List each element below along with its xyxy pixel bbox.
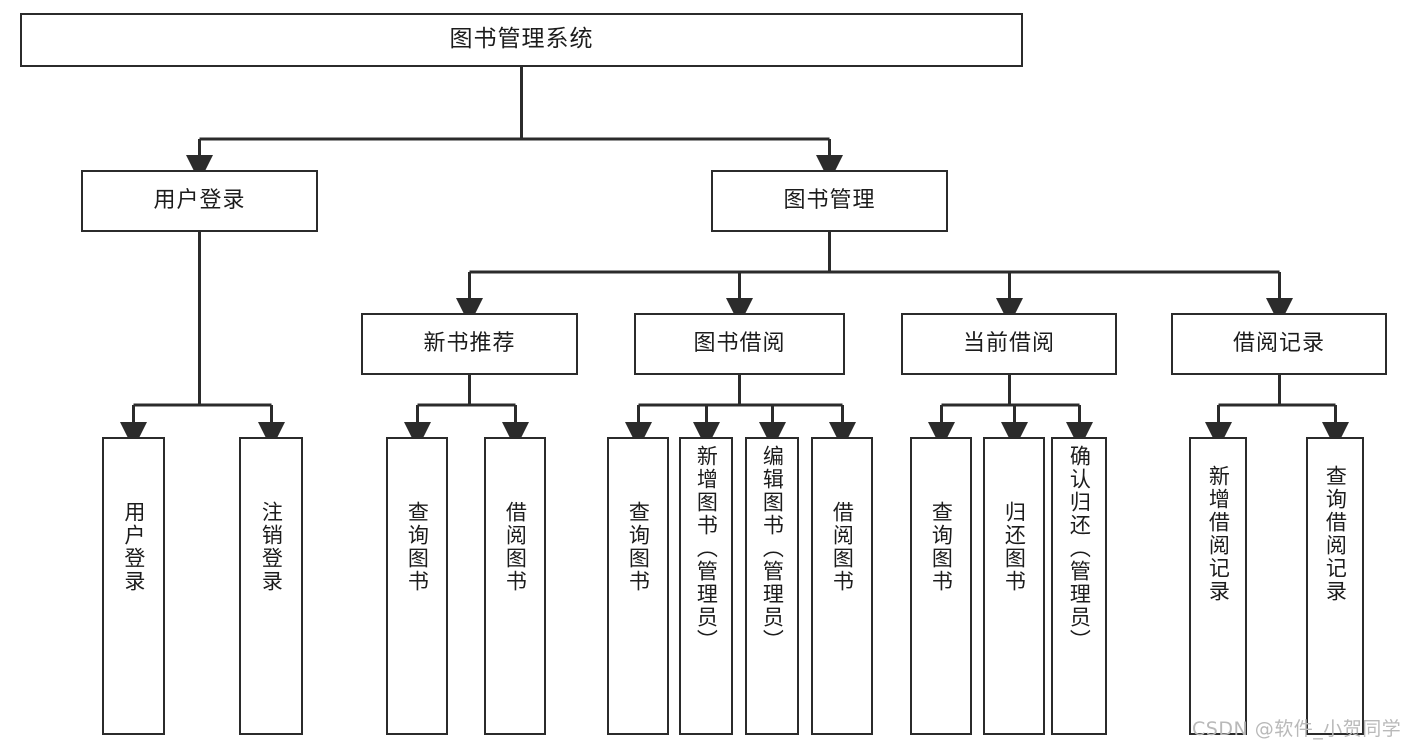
leaf-query-book-recommend-label: 查询图书 [405, 501, 430, 593]
node-book-management[interactable]: 图书管理 [711, 170, 948, 232]
node-root-label: 图书管理系统 [449, 26, 594, 53]
leaf-query-borrow-record[interactable]: 查询借阅记录 [1306, 437, 1364, 735]
node-borrow-record[interactable]: 借阅记录 [1171, 313, 1387, 375]
leaf-add-borrow-record-label: 新增借阅记录 [1206, 465, 1231, 603]
leaf-borrow-book[interactable]: 借阅图书 [811, 437, 873, 735]
node-book-management-label: 图书管理 [783, 187, 876, 213]
leaf-edit-book-admin[interactable]: 编辑图书（管理员） [745, 437, 799, 735]
leaf-user-login-label: 用户登录 [121, 501, 146, 593]
leaf-borrow-book-label: 借阅图书 [830, 501, 855, 593]
node-borrow-record-label: 借阅记录 [1232, 330, 1325, 356]
leaf-query-book-current-label: 查询图书 [929, 501, 954, 593]
leaf-return-book[interactable]: 归还图书 [983, 437, 1045, 735]
node-current-borrow-label: 当前借阅 [962, 330, 1055, 356]
node-user-login-label: 用户登录 [153, 187, 246, 213]
leaf-confirm-return-admin-label: 确认归还（管理员） [1067, 445, 1092, 652]
leaf-query-book-current[interactable]: 查询图书 [910, 437, 972, 735]
leaf-user-login[interactable]: 用户登录 [102, 437, 165, 735]
node-current-borrow[interactable]: 当前借阅 [901, 313, 1117, 375]
leaf-add-book-admin[interactable]: 新增图书（管理员） [679, 437, 733, 735]
csdn-watermark: CSDN @软件_小贺同学 [1192, 718, 1402, 740]
node-new-book-recommend[interactable]: 新书推荐 [361, 313, 578, 375]
leaf-query-book-borrow-label: 查询图书 [626, 501, 651, 593]
node-root[interactable]: 图书管理系统 [20, 13, 1023, 67]
leaf-edit-book-admin-label: 编辑图书（管理员） [760, 445, 785, 652]
leaf-confirm-return-admin[interactable]: 确认归还（管理员） [1051, 437, 1107, 735]
leaf-add-borrow-record[interactable]: 新增借阅记录 [1189, 437, 1247, 735]
node-new-book-recommend-label: 新书推荐 [423, 330, 516, 356]
leaf-borrow-book-recommend-label: 借阅图书 [503, 501, 528, 593]
leaf-logout-label: 注销登录 [259, 501, 284, 593]
node-book-borrow-label: 图书借阅 [693, 330, 786, 356]
leaf-borrow-book-recommend[interactable]: 借阅图书 [484, 437, 546, 735]
leaf-query-book-recommend[interactable]: 查询图书 [386, 437, 448, 735]
leaf-query-book-borrow[interactable]: 查询图书 [607, 437, 669, 735]
node-book-borrow[interactable]: 图书借阅 [634, 313, 845, 375]
node-user-login[interactable]: 用户登录 [81, 170, 318, 232]
leaf-return-book-label: 归还图书 [1002, 501, 1027, 593]
leaf-logout[interactable]: 注销登录 [239, 437, 303, 735]
leaf-add-book-admin-label: 新增图书（管理员） [694, 445, 719, 652]
leaf-query-borrow-record-label: 查询借阅记录 [1323, 465, 1348, 603]
